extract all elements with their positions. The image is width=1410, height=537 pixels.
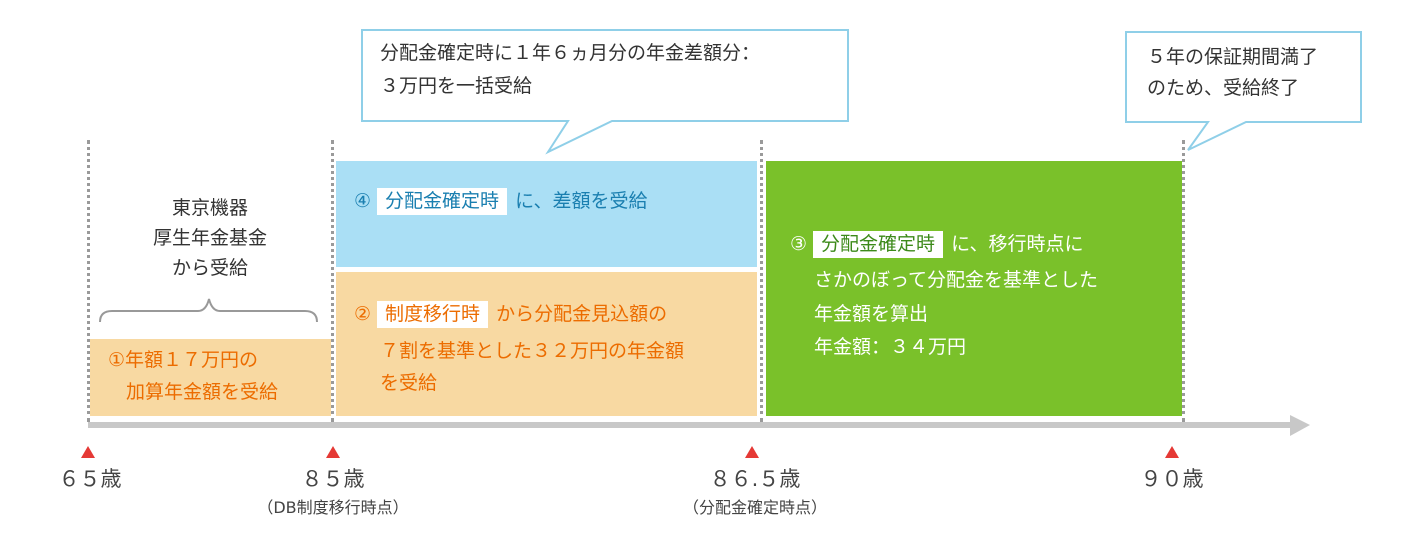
block-1: ①年額１７万円の 加算年金額を受給 (90, 339, 331, 416)
age-85-label: ８５歳 (301, 467, 365, 491)
block4-badge: 分配金確定時 (377, 188, 508, 215)
block2-number: ② (354, 303, 372, 325)
fund-label-line1: 東京機器 (171, 197, 248, 219)
block1-line1: ①年額１７万円の (108, 349, 259, 371)
age-86-5-label: ８６.５歳 (709, 467, 801, 491)
age-85-note: （DB制度移行時点） (257, 498, 409, 517)
callout-top-line2: ３万円を一括受給 (380, 75, 533, 97)
block1-line2: 加算年金額を受給 (126, 381, 279, 403)
block2-line3: を受給 (380, 372, 438, 394)
divider-65 (87, 140, 90, 422)
block2-badge: 制度移行時 (377, 301, 489, 328)
divider-86-5 (760, 140, 763, 422)
block3-line2: さかのぼって分配金を基準とした (814, 269, 1099, 291)
callout-right-line1: ５年の保証期間満了 (1147, 46, 1319, 68)
callout-right-line2: のため、受給終了 (1147, 77, 1300, 99)
timeline-arrowhead-icon (1290, 415, 1310, 436)
fund-label: 東京機器 厚生年金基金 から受給 (110, 193, 310, 283)
timeline-axis (88, 422, 1293, 428)
brace-icon (99, 298, 318, 323)
divider-85 (331, 140, 334, 422)
tick-65-icon (81, 446, 95, 458)
block4-number: ④ (354, 190, 372, 212)
tick-85-icon (326, 446, 340, 458)
block3-line3: 年金額を算出 (814, 303, 929, 325)
block4-text: に、差額を受給 (515, 190, 648, 212)
callout-top-bubble (361, 29, 849, 155)
divider-90 (1182, 140, 1185, 422)
block2-text1: から分配金見込額の (496, 303, 668, 325)
fund-label-line3: から受給 (171, 257, 248, 279)
age-65-label: ６５歳 (58, 467, 122, 491)
block2-line2: ７割を基準とした３２万円の年金額 (380, 340, 685, 362)
block3-text1: に、移行時点に (951, 233, 1084, 255)
block3-line4: 年金額：３４万円 (814, 336, 967, 358)
fund-label-line2: 厚生年金基金 (152, 227, 267, 249)
callout-top-line1: 分配金確定時に１年６ヵ月分の年金差額分： (380, 42, 761, 64)
block3-badge: 分配金確定時 (813, 231, 944, 258)
tick-86-5-icon (745, 446, 759, 458)
tick-90-icon (1165, 446, 1179, 458)
age-90-label: ９０歳 (1140, 467, 1204, 491)
callout-right-bubble (1125, 31, 1362, 151)
age-86-5-note: （分配金確定時点） (682, 498, 827, 517)
block3-number: ③ (790, 233, 808, 255)
